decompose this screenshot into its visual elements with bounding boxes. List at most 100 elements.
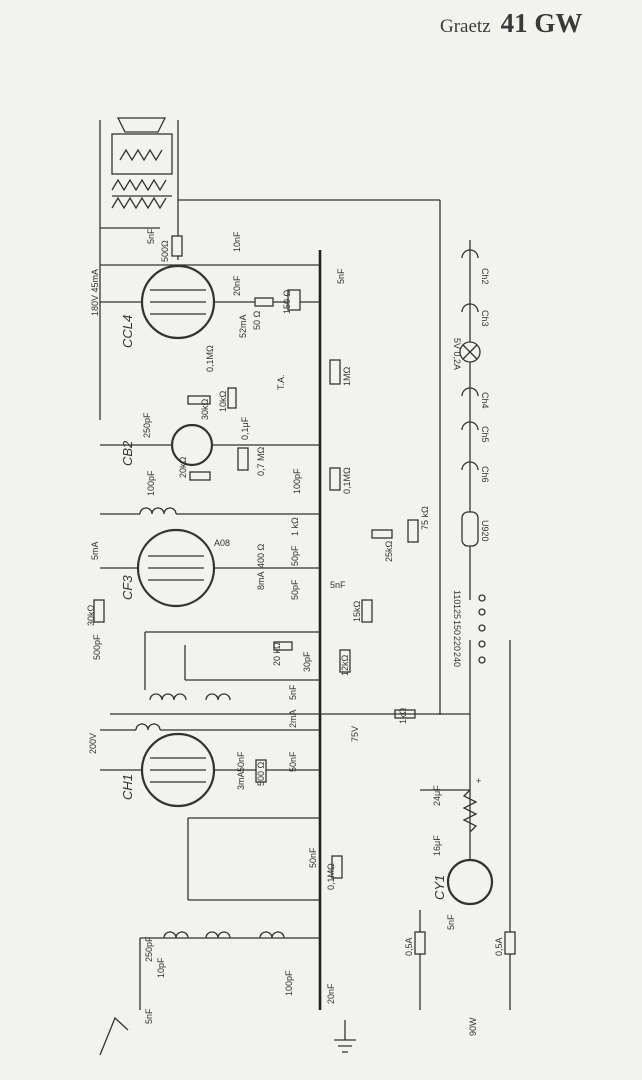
resistor-25kohm bbox=[371, 529, 393, 539]
loudspeaker bbox=[111, 117, 173, 175]
choke-ch5 bbox=[461, 421, 479, 431]
label-cb2: CB2 bbox=[120, 440, 135, 466]
schematic-title: Graetz 41 GW bbox=[440, 8, 582, 39]
if-coil-upper bbox=[139, 507, 177, 515]
resistor-75kohm bbox=[407, 519, 419, 543]
potentiometer-07mohm bbox=[237, 447, 249, 471]
label-16uf: 16μF bbox=[432, 835, 442, 856]
label-52ma: 52mA bbox=[238, 314, 248, 338]
label-ta: T.A. bbox=[276, 374, 286, 390]
label-50pf-a: 50pF bbox=[290, 545, 300, 566]
label-30kohm-b: 30kΩ bbox=[86, 604, 96, 626]
label-50pf-b: 50pF bbox=[290, 579, 300, 600]
label-01uf: 0,1μF bbox=[240, 416, 250, 440]
label-1mohm: 1MΩ bbox=[342, 366, 352, 386]
label-cy1: CY1 bbox=[432, 874, 447, 900]
resistor-15kohm bbox=[361, 599, 373, 623]
label-12kohm: 12kΩ bbox=[340, 654, 350, 676]
resistor-10kohm bbox=[227, 387, 237, 409]
tap-240: 240 bbox=[452, 652, 462, 668]
label-500ohm-b: 500 Ω bbox=[256, 761, 266, 786]
label-400ohm: 400 Ω bbox=[256, 543, 266, 568]
resistor-u920 bbox=[461, 511, 479, 547]
label-01mohm-c: 0,1MΩ bbox=[326, 863, 336, 890]
label-100pf-a: 100pF bbox=[146, 470, 156, 496]
label-u920: U920 bbox=[480, 520, 490, 542]
resistor-500ohm-b bbox=[255, 759, 267, 783]
label-10nf: 10nF bbox=[232, 231, 242, 252]
plus-sign: + bbox=[476, 776, 482, 786]
label-5nf-mid: 5nF bbox=[330, 580, 346, 590]
resistor-20kohm bbox=[189, 471, 211, 481]
label-20nf: 20nF bbox=[232, 275, 242, 296]
resistor-150ohm bbox=[287, 289, 301, 311]
label-3ma: 3mA bbox=[236, 771, 246, 790]
label-ch4: Ch4 bbox=[480, 392, 490, 409]
if-coil-mid bbox=[149, 693, 231, 701]
osc-coil bbox=[135, 723, 161, 731]
label-50nf-c: 50nF bbox=[308, 847, 318, 868]
voltage-selector bbox=[478, 594, 486, 664]
label-180v: 180V 45mA bbox=[90, 268, 100, 316]
label-07mohm: 0,7 MΩ bbox=[256, 446, 266, 476]
earth-symbol bbox=[334, 1020, 356, 1053]
resistor-01mohm-c bbox=[331, 855, 343, 879]
label-10pf: 10pF bbox=[156, 957, 166, 978]
label-150ohm: 150 Ω bbox=[282, 289, 292, 314]
label-500ohm: 500Ω bbox=[160, 240, 170, 262]
label-5nf-top: 5nF bbox=[146, 228, 156, 244]
label-a08: A08 bbox=[214, 538, 231, 548]
label-5nf-right: 5nF bbox=[336, 268, 346, 284]
choke-ch6 bbox=[461, 461, 479, 471]
resistor-20kohm-b bbox=[273, 641, 293, 651]
tube-cy1 bbox=[446, 858, 494, 906]
resistor-500ohm bbox=[171, 235, 183, 257]
tap-150: 150 bbox=[452, 620, 462, 636]
label-1kohm: 1 kΩ bbox=[290, 517, 300, 536]
label-2ma: 2mA bbox=[288, 709, 298, 728]
label-20nf-b: 20nF bbox=[326, 983, 336, 1004]
label-30kohm: 30kΩ bbox=[200, 398, 210, 420]
label-05a-left: 0,5A bbox=[404, 937, 414, 956]
label-20kohm: 20kΩ bbox=[178, 456, 188, 478]
label-ch6: Ch6 bbox=[480, 466, 490, 483]
label-100pf-b: 100pF bbox=[292, 468, 302, 494]
choke-ch2 bbox=[461, 249, 479, 259]
label-30pf: 30pF bbox=[302, 651, 312, 672]
label-8ma: 8mA bbox=[256, 571, 266, 590]
label-ccl4: CCL4 bbox=[120, 314, 135, 348]
label-250pf: 250pF bbox=[142, 412, 152, 438]
label-25kohm: 25kΩ bbox=[384, 540, 394, 562]
label-90w: 90W bbox=[468, 1017, 478, 1036]
resistor-30kohm bbox=[187, 395, 211, 405]
label-cf3: CF3 bbox=[120, 575, 135, 600]
label-01mohm-b: 0,1MΩ bbox=[342, 467, 352, 494]
resistor-30kohm-b bbox=[93, 599, 105, 623]
label-ch3: Ch3 bbox=[480, 310, 490, 327]
choke-ch4 bbox=[461, 387, 479, 397]
label-ch5: Ch5 bbox=[480, 426, 490, 443]
label-lamp: 5V 0,2A bbox=[452, 338, 462, 371]
label-05a-right: 0,5A bbox=[494, 937, 504, 956]
tap-220: 220 bbox=[452, 636, 462, 652]
brand-label: Graetz bbox=[440, 16, 491, 37]
label-01mohm-a: 0,1MΩ bbox=[205, 345, 215, 372]
label-50nf-b: 50nF bbox=[288, 751, 298, 772]
label-5nf-low: 5nF bbox=[288, 684, 298, 700]
resistor-50ohm bbox=[254, 297, 274, 307]
label-ch2: Ch2 bbox=[480, 268, 490, 285]
label-50nf-a: 50nF bbox=[236, 751, 246, 772]
label-20kohm-b: 20 kΩ bbox=[272, 642, 282, 666]
label-10kohm: 10kΩ bbox=[218, 390, 228, 412]
label-200v: 200V bbox=[88, 732, 98, 754]
label-5nf-ant: 5nF bbox=[144, 1008, 154, 1024]
model-label: 41 GW bbox=[500, 8, 583, 38]
label-1kohm-b: 1kΩ bbox=[398, 707, 408, 724]
choke-ch3 bbox=[461, 303, 479, 313]
resistor-12kohm bbox=[339, 649, 351, 673]
label-75kohm: 75 kΩ bbox=[420, 506, 430, 530]
label-50ohm: 50 Ω bbox=[252, 310, 262, 330]
resistor-1mohm bbox=[329, 359, 341, 385]
antenna-symbol bbox=[99, 1016, 129, 1056]
